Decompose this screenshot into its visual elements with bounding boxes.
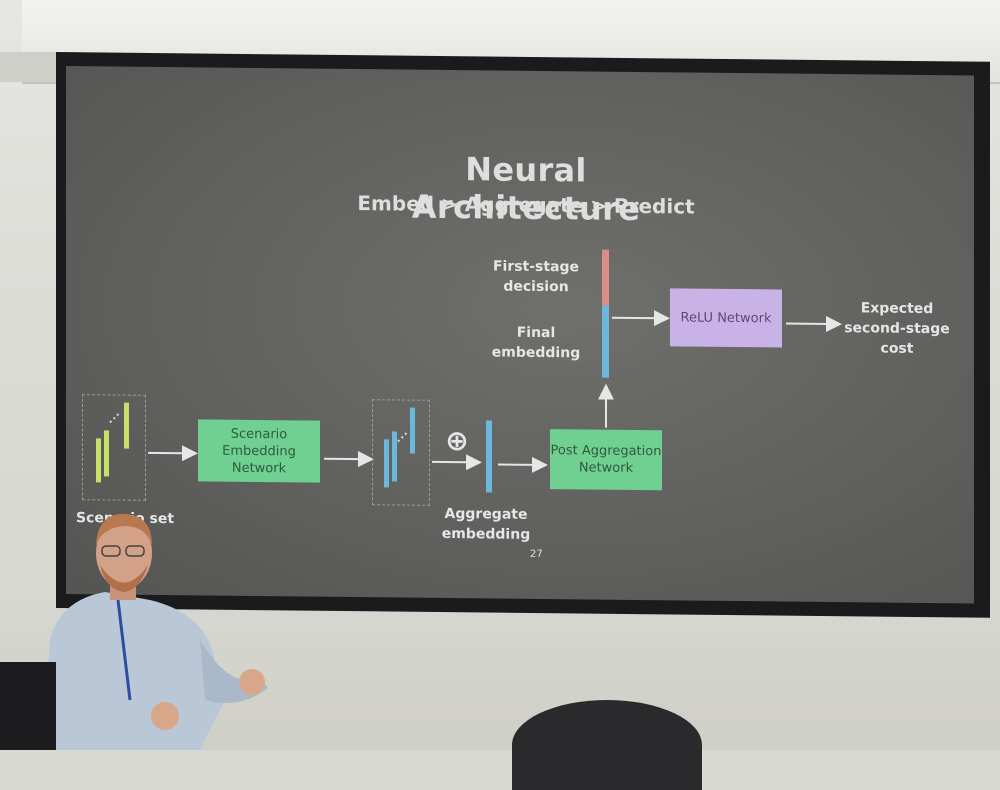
- aggregate-embedding-label: Aggregate embedding: [441, 505, 531, 543]
- arrow-to-embeddings: [324, 451, 374, 468]
- audience-head: [512, 700, 702, 790]
- aggregate-embedding-bar: [486, 420, 492, 493]
- embedding-set-frame: [372, 399, 430, 506]
- embedding-bar-3: [410, 407, 415, 454]
- scenario-embedding-network-box: Scenario Embedding Network: [198, 419, 320, 483]
- projector-screen: Neural Architecture Embed > Aggregate > …: [66, 66, 974, 604]
- arrow-to-cost: [786, 315, 842, 332]
- embedding-bar-1: [384, 439, 389, 488]
- laptop: [0, 662, 56, 750]
- arrow-to-aggregate: [432, 454, 482, 471]
- housing-shadow: [0, 52, 60, 82]
- arrow-to-relu: [612, 310, 670, 327]
- sum-icon: ⊕: [445, 423, 469, 458]
- diagram-arrows: [109, 310, 842, 473]
- arrow-to-post-agg: [498, 456, 548, 473]
- dots-2: [397, 430, 409, 443]
- final-embedding-bar: [602, 305, 609, 378]
- relu-network-box: ReLU Network: [670, 288, 782, 348]
- slide-page-number: 27: [530, 548, 543, 560]
- lower-wall: [0, 600, 1000, 750]
- dots-1: [109, 411, 121, 424]
- first-stage-decision-label: First-stage decision: [492, 258, 580, 296]
- expected-cost-label: Expected second-stage cost: [844, 300, 950, 357]
- post-aggregation-network-box: Post Aggregation Network: [550, 429, 662, 491]
- final-embedding-label: Final embedding: [491, 324, 581, 362]
- arrow-to-scenario-net: [148, 445, 198, 462]
- first-stage-decision-bar: [602, 249, 609, 306]
- embedding-bar-2: [392, 431, 397, 482]
